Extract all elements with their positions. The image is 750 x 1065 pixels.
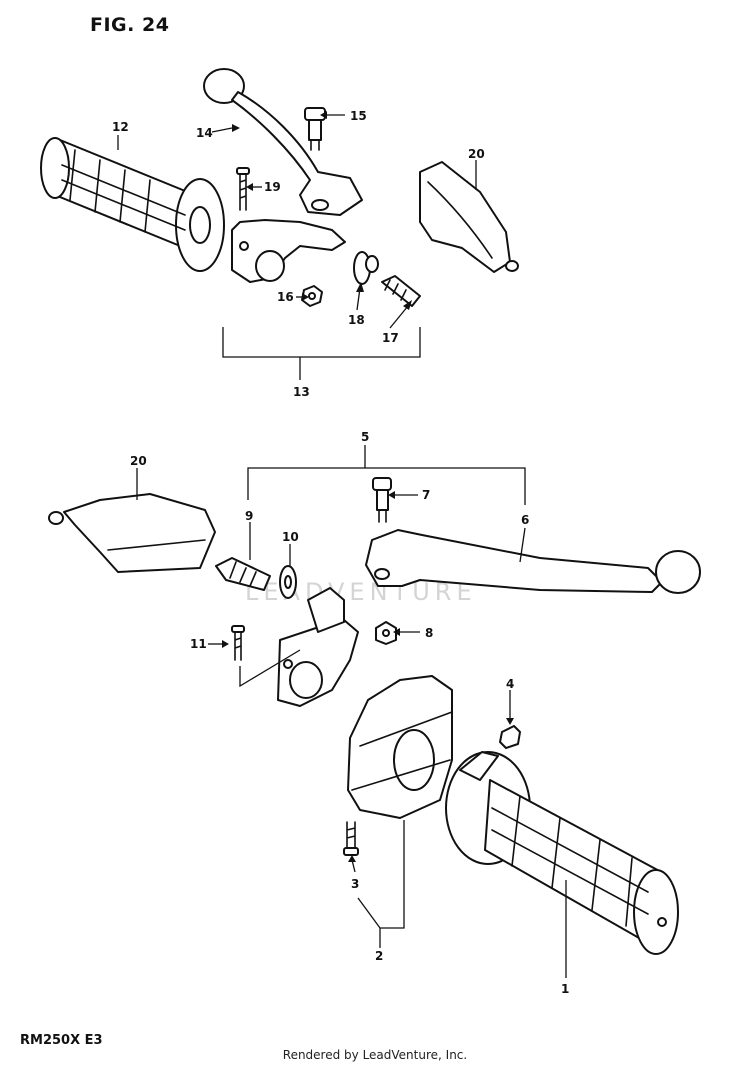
part-17-adjuster-bolt[interactable] <box>381 275 421 307</box>
part-19-screw[interactable] <box>236 167 250 211</box>
callout-7[interactable]: 7 <box>422 488 430 502</box>
part-12-left-grip[interactable] <box>40 137 225 272</box>
callout-17[interactable]: 17 <box>382 331 399 345</box>
part-10-adjuster-wheel[interactable] <box>279 565 297 599</box>
callout-15[interactable]: 15 <box>350 109 367 123</box>
callout-12[interactable]: 12 <box>112 120 129 134</box>
part-20-lever-guard-top[interactable] <box>419 161 519 273</box>
callout-16[interactable]: 16 <box>277 290 294 304</box>
callout-9[interactable]: 9 <box>245 509 253 523</box>
callout-1[interactable]: 1 <box>561 982 569 996</box>
callout-3[interactable]: 3 <box>351 877 359 891</box>
model-code: RM250X E3 <box>20 1033 103 1048</box>
callout-11[interactable]: 11 <box>190 637 207 651</box>
callout-18[interactable]: 18 <box>348 313 365 327</box>
part-4-cable-end[interactable] <box>499 725 521 749</box>
part-2-throttle-housing[interactable] <box>347 675 453 819</box>
part-13-lever-holder[interactable] <box>231 219 346 283</box>
part-18-adjuster-wheel[interactable] <box>353 251 379 285</box>
part-9-adjuster-bolt[interactable] <box>215 557 271 591</box>
callout-8[interactable]: 8 <box>425 626 433 640</box>
callout-20-bottom[interactable]: 20 <box>130 454 147 468</box>
part-1-throttle-grip[interactable] <box>445 751 679 955</box>
callout-20-top[interactable]: 20 <box>468 147 485 161</box>
render-credit: Rendered by LeadVenture, Inc. <box>282 1048 468 1062</box>
callout-13[interactable]: 13 <box>293 385 310 399</box>
part-7-lever-bolt[interactable] <box>372 477 392 523</box>
part-8-nut[interactable] <box>375 621 397 645</box>
brake-lever-holder[interactable] <box>277 587 359 707</box>
callout-14[interactable]: 14 <box>196 126 213 140</box>
leader-lines <box>117 111 567 978</box>
callout-4[interactable]: 4 <box>506 677 514 691</box>
callout-6[interactable]: 6 <box>521 513 529 527</box>
part-11-screw[interactable] <box>231 625 245 661</box>
callout-2[interactable]: 2 <box>375 949 383 963</box>
figure-title: FIG. 24 <box>90 14 170 36</box>
callout-5[interactable]: 5 <box>361 430 369 444</box>
part-6-brake-lever[interactable] <box>365 529 701 594</box>
part-14-clutch-lever[interactable] <box>203 68 363 216</box>
part-3-screw[interactable] <box>343 821 359 856</box>
part-20-lever-guard-bottom[interactable] <box>48 493 216 573</box>
callout-10[interactable]: 10 <box>282 530 299 544</box>
callout-labels: 12 14 15 19 20 16 18 17 13 20 5 7 6 9 10… <box>112 109 569 996</box>
callout-19[interactable]: 19 <box>264 180 281 194</box>
